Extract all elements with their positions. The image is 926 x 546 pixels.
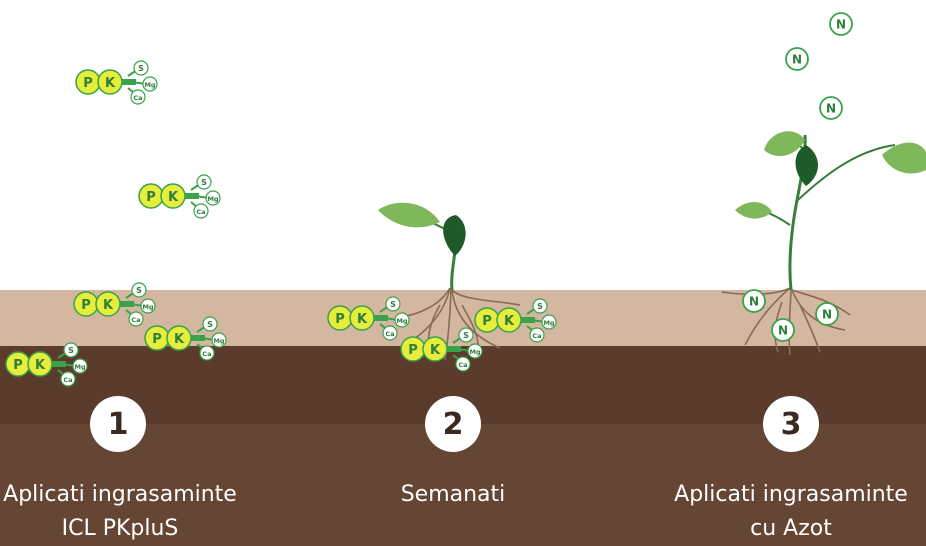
pk-granule-soil-3	[6, 343, 87, 386]
pk-granule-step2-1	[328, 297, 409, 340]
n-granule-air-3	[819, 96, 843, 120]
step-1-label: Aplicati ingrasaminte ICL PKpluS	[0, 478, 270, 546]
step-2-label-line1: Semanati	[400, 482, 506, 507]
grown-plant-leaf-left-top	[764, 131, 805, 156]
seedling-plant	[378, 202, 521, 361]
n-granule-soil-1	[742, 289, 766, 313]
grown-plant-leaf-left-bottom	[735, 201, 772, 219]
pk-granule-soil-2	[145, 317, 226, 360]
grown-plant-leaf-dark	[795, 145, 818, 186]
step-3-label-line2: cu Azot	[750, 516, 832, 541]
step-2-number: 2	[425, 396, 481, 452]
n-granule-soil-3	[771, 318, 795, 342]
pk-granule-step2-2	[401, 328, 482, 371]
step-1-label-line1: Aplicati ingrasaminte	[3, 482, 237, 507]
seedling-leaf-dark	[443, 215, 466, 256]
pk-granule-soil-1	[74, 283, 155, 326]
step-3-label-line1: Aplicati ingrasaminte	[674, 482, 908, 507]
step-1-label-line2: ICL PKpluS	[61, 516, 179, 541]
n-granule-soil-2	[815, 302, 839, 326]
pk-granule-step2-3	[475, 299, 556, 342]
step-2-label: Semanati	[303, 478, 603, 512]
seedling-leaf-light	[378, 202, 440, 228]
pk-granule-falling-1	[76, 61, 157, 104]
step-3-number: 3	[763, 396, 819, 452]
pk-granule-falling-2	[139, 175, 220, 218]
step-1-number: 1	[90, 396, 146, 452]
n-granule-air-1	[829, 12, 853, 36]
n-granule-air-2	[785, 47, 809, 71]
step-3-label: Aplicati ingrasaminte cu Azot	[641, 478, 926, 546]
grown-plant-leaf-right	[882, 142, 926, 174]
